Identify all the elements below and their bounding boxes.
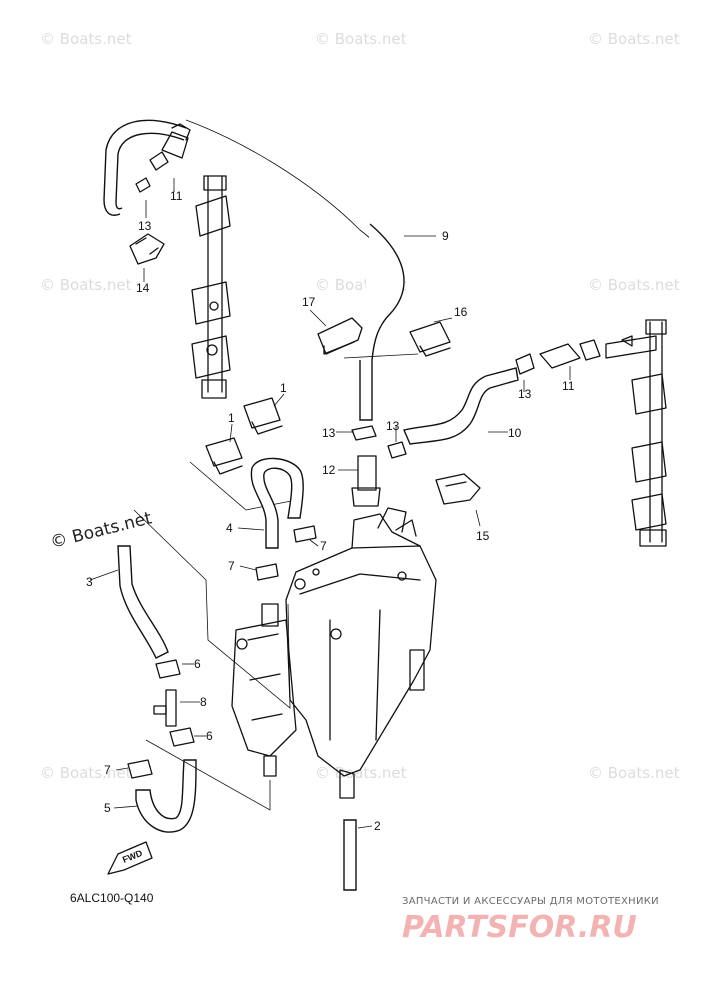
clamp-7-middle bbox=[255, 563, 279, 581]
reference-line bbox=[343, 353, 419, 359]
callout-2: 2 bbox=[374, 819, 381, 833]
callout-labels: 11 13 14 9 17 16 1 1 13 13 13 11 10 12 1… bbox=[86, 189, 575, 833]
callout-13-far-right: 13 bbox=[518, 387, 532, 401]
hose-3 bbox=[117, 545, 169, 659]
clamp-6-lower bbox=[169, 727, 195, 747]
hose-4 bbox=[250, 457, 304, 549]
callout-3: 3 bbox=[86, 575, 93, 589]
clamp-6-upper bbox=[155, 659, 181, 679]
clip-17 bbox=[317, 317, 363, 355]
shop-tagline: ЗАПЧАСТИ И АКСЕССУАРЫ ДЛЯ МОТОТЕХНИКИ bbox=[402, 896, 659, 907]
joint-12 bbox=[351, 455, 381, 507]
right-fuel-rail bbox=[605, 319, 667, 547]
watermark-text: © Boats.net bbox=[588, 764, 680, 782]
callout-1-lower: 1 bbox=[228, 411, 235, 425]
callout-9: 9 bbox=[442, 229, 449, 243]
joint-8 bbox=[153, 689, 177, 727]
watermark-text: © Boats.net bbox=[588, 276, 680, 294]
watermark-text: © Boats.net bbox=[40, 276, 132, 294]
callout-14: 14 bbox=[136, 281, 150, 295]
callout-13-left: 13 bbox=[138, 219, 152, 233]
callout-10: 10 bbox=[508, 426, 522, 440]
left-fuel-rail bbox=[191, 175, 231, 399]
clip-16 bbox=[409, 321, 451, 357]
callout-7-lower: 7 bbox=[104, 763, 111, 777]
shop-logo: PARTSFOR.RU bbox=[402, 910, 637, 945]
callout-17: 17 bbox=[302, 295, 316, 309]
watermark-text: © Boats.net bbox=[315, 30, 407, 48]
watermark-text: © Boats.net bbox=[40, 30, 132, 48]
callout-15: 15 bbox=[476, 529, 490, 543]
clamp-1-pair bbox=[189, 397, 297, 511]
clamp-7-upper bbox=[293, 525, 317, 543]
callout-16: 16 bbox=[454, 305, 468, 319]
callout-11-right: 11 bbox=[562, 379, 575, 393]
callout-6-lower: 6 bbox=[206, 729, 213, 743]
watermark-text: © Boats.net bbox=[40, 764, 132, 782]
vapor-separator-body bbox=[285, 507, 437, 799]
callout-6-upper: 6 bbox=[194, 657, 201, 671]
callout-11-left: 11 bbox=[170, 189, 183, 203]
watermark-main: © Boats.net bbox=[48, 508, 154, 553]
callout-13-middle: 13 bbox=[322, 426, 336, 440]
hose-10 bbox=[387, 339, 601, 505]
clamp-7-lower bbox=[127, 759, 153, 779]
hose-5 bbox=[135, 759, 197, 833]
clamp-13-upper bbox=[351, 425, 377, 441]
upper-left-hose-assembly bbox=[103, 119, 191, 265]
long-hose-9 bbox=[185, 119, 405, 421]
watermark-text: © Boats.net bbox=[315, 764, 407, 782]
callout-13-right: 13 bbox=[386, 419, 400, 433]
leader-lines bbox=[89, 178, 571, 829]
callout-7-middle: 7 bbox=[228, 559, 235, 573]
watermark-layer: © Boats.net © Boats.net © Boats.net © Bo… bbox=[40, 30, 680, 782]
callout-4: 4 bbox=[226, 521, 233, 535]
diagram-code: 6ALC100-Q140 bbox=[70, 891, 154, 905]
low-pressure-pump bbox=[231, 603, 297, 777]
callout-12: 12 bbox=[322, 463, 336, 477]
reference-line bbox=[145, 739, 271, 811]
reference-line bbox=[133, 509, 291, 709]
pipe-2 bbox=[343, 819, 357, 891]
callout-1-upper: 1 bbox=[280, 381, 287, 395]
callout-7-upper: 7 bbox=[320, 539, 327, 553]
watermark-text: © Boats.net bbox=[588, 30, 680, 48]
callout-5: 5 bbox=[104, 801, 111, 815]
fwd-arrow-icon: FWD bbox=[107, 841, 153, 875]
callout-8: 8 bbox=[200, 695, 207, 709]
